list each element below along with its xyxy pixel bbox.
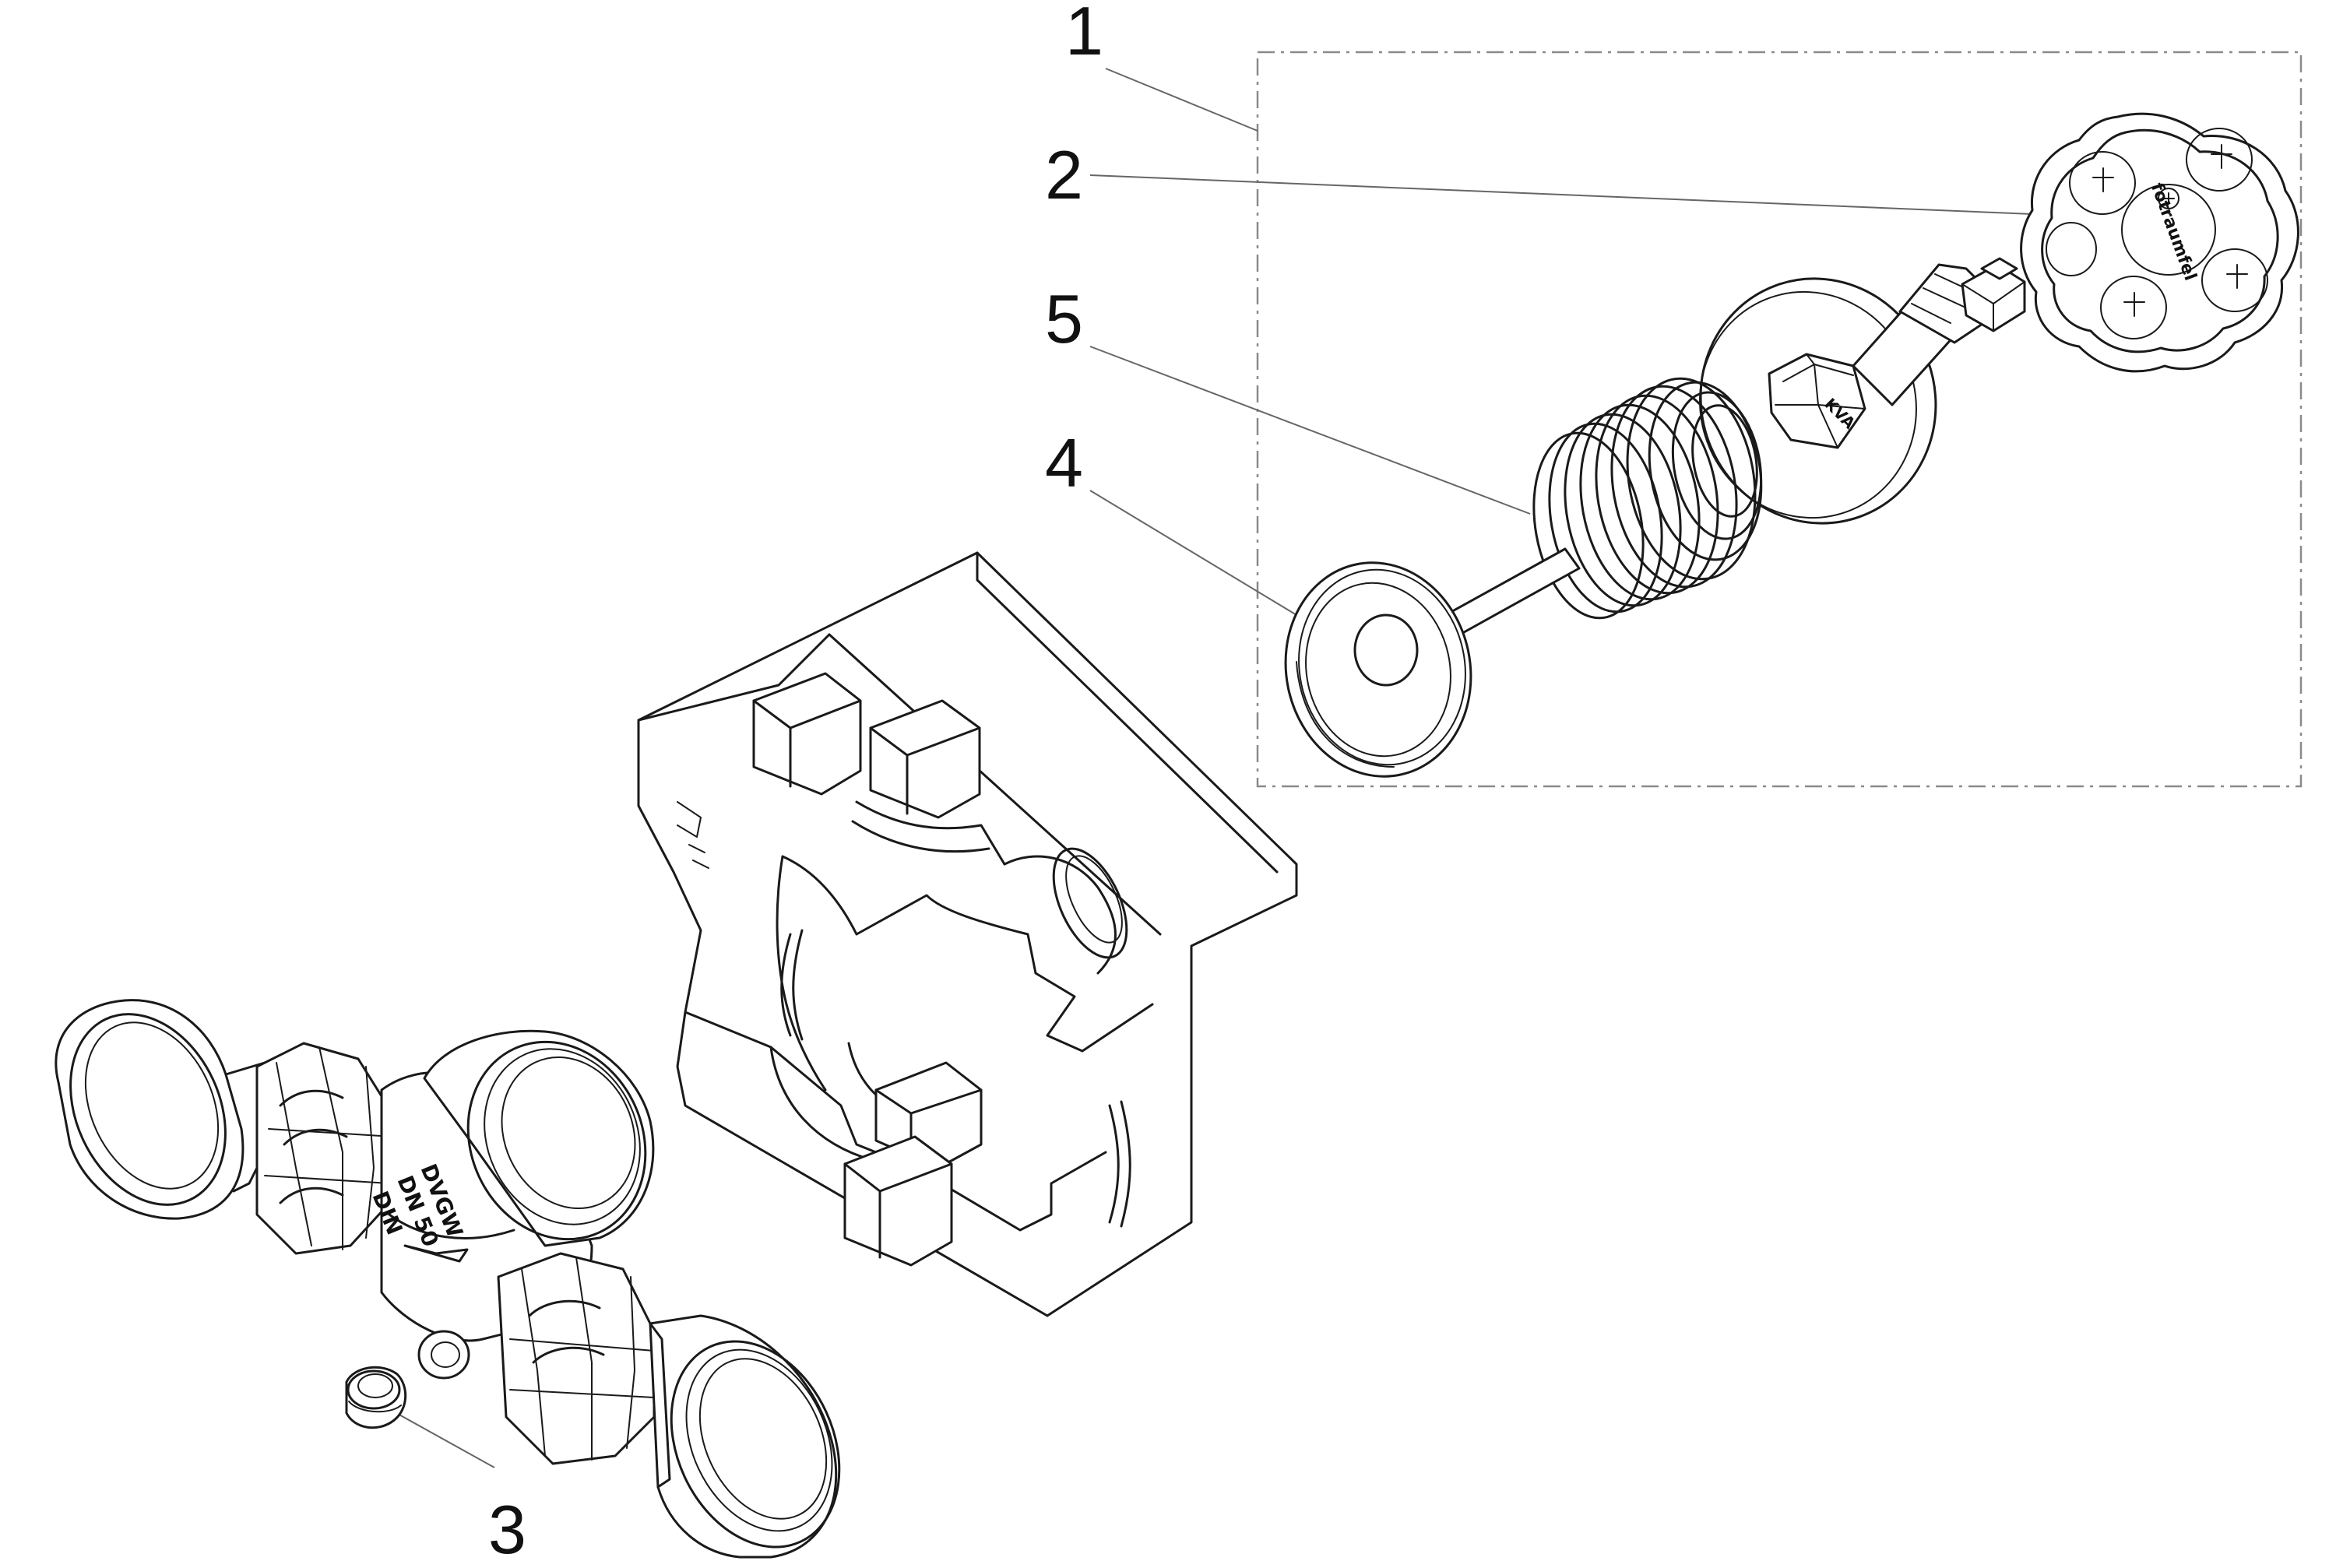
drain-plug (345, 1366, 407, 1429)
valve-body: DVGW DN 50 DIN (55, 999, 841, 1559)
leader-lines (389, 68, 2033, 1468)
leader-3 (389, 1408, 495, 1468)
callout-4: 4 (1045, 424, 1083, 501)
handwheel: fotraumfel (2020, 112, 2299, 373)
leader-4 (1089, 490, 1317, 628)
assembly-frame (1256, 51, 2303, 788)
spring (1532, 377, 1763, 620)
callout-5: 5 (1045, 280, 1083, 357)
leader-1 (1105, 68, 1258, 132)
valve-disc (1284, 547, 1581, 778)
callout-1: 1 (1065, 0, 1103, 69)
stem-assembly: KVA (1699, 257, 2026, 525)
leader-5 (1089, 346, 1531, 515)
leader-2 (1089, 174, 2033, 215)
callout-3: 3 (488, 1491, 526, 1568)
callout-2: 2 (1045, 136, 1083, 213)
insulation-shell (637, 551, 1298, 1317)
